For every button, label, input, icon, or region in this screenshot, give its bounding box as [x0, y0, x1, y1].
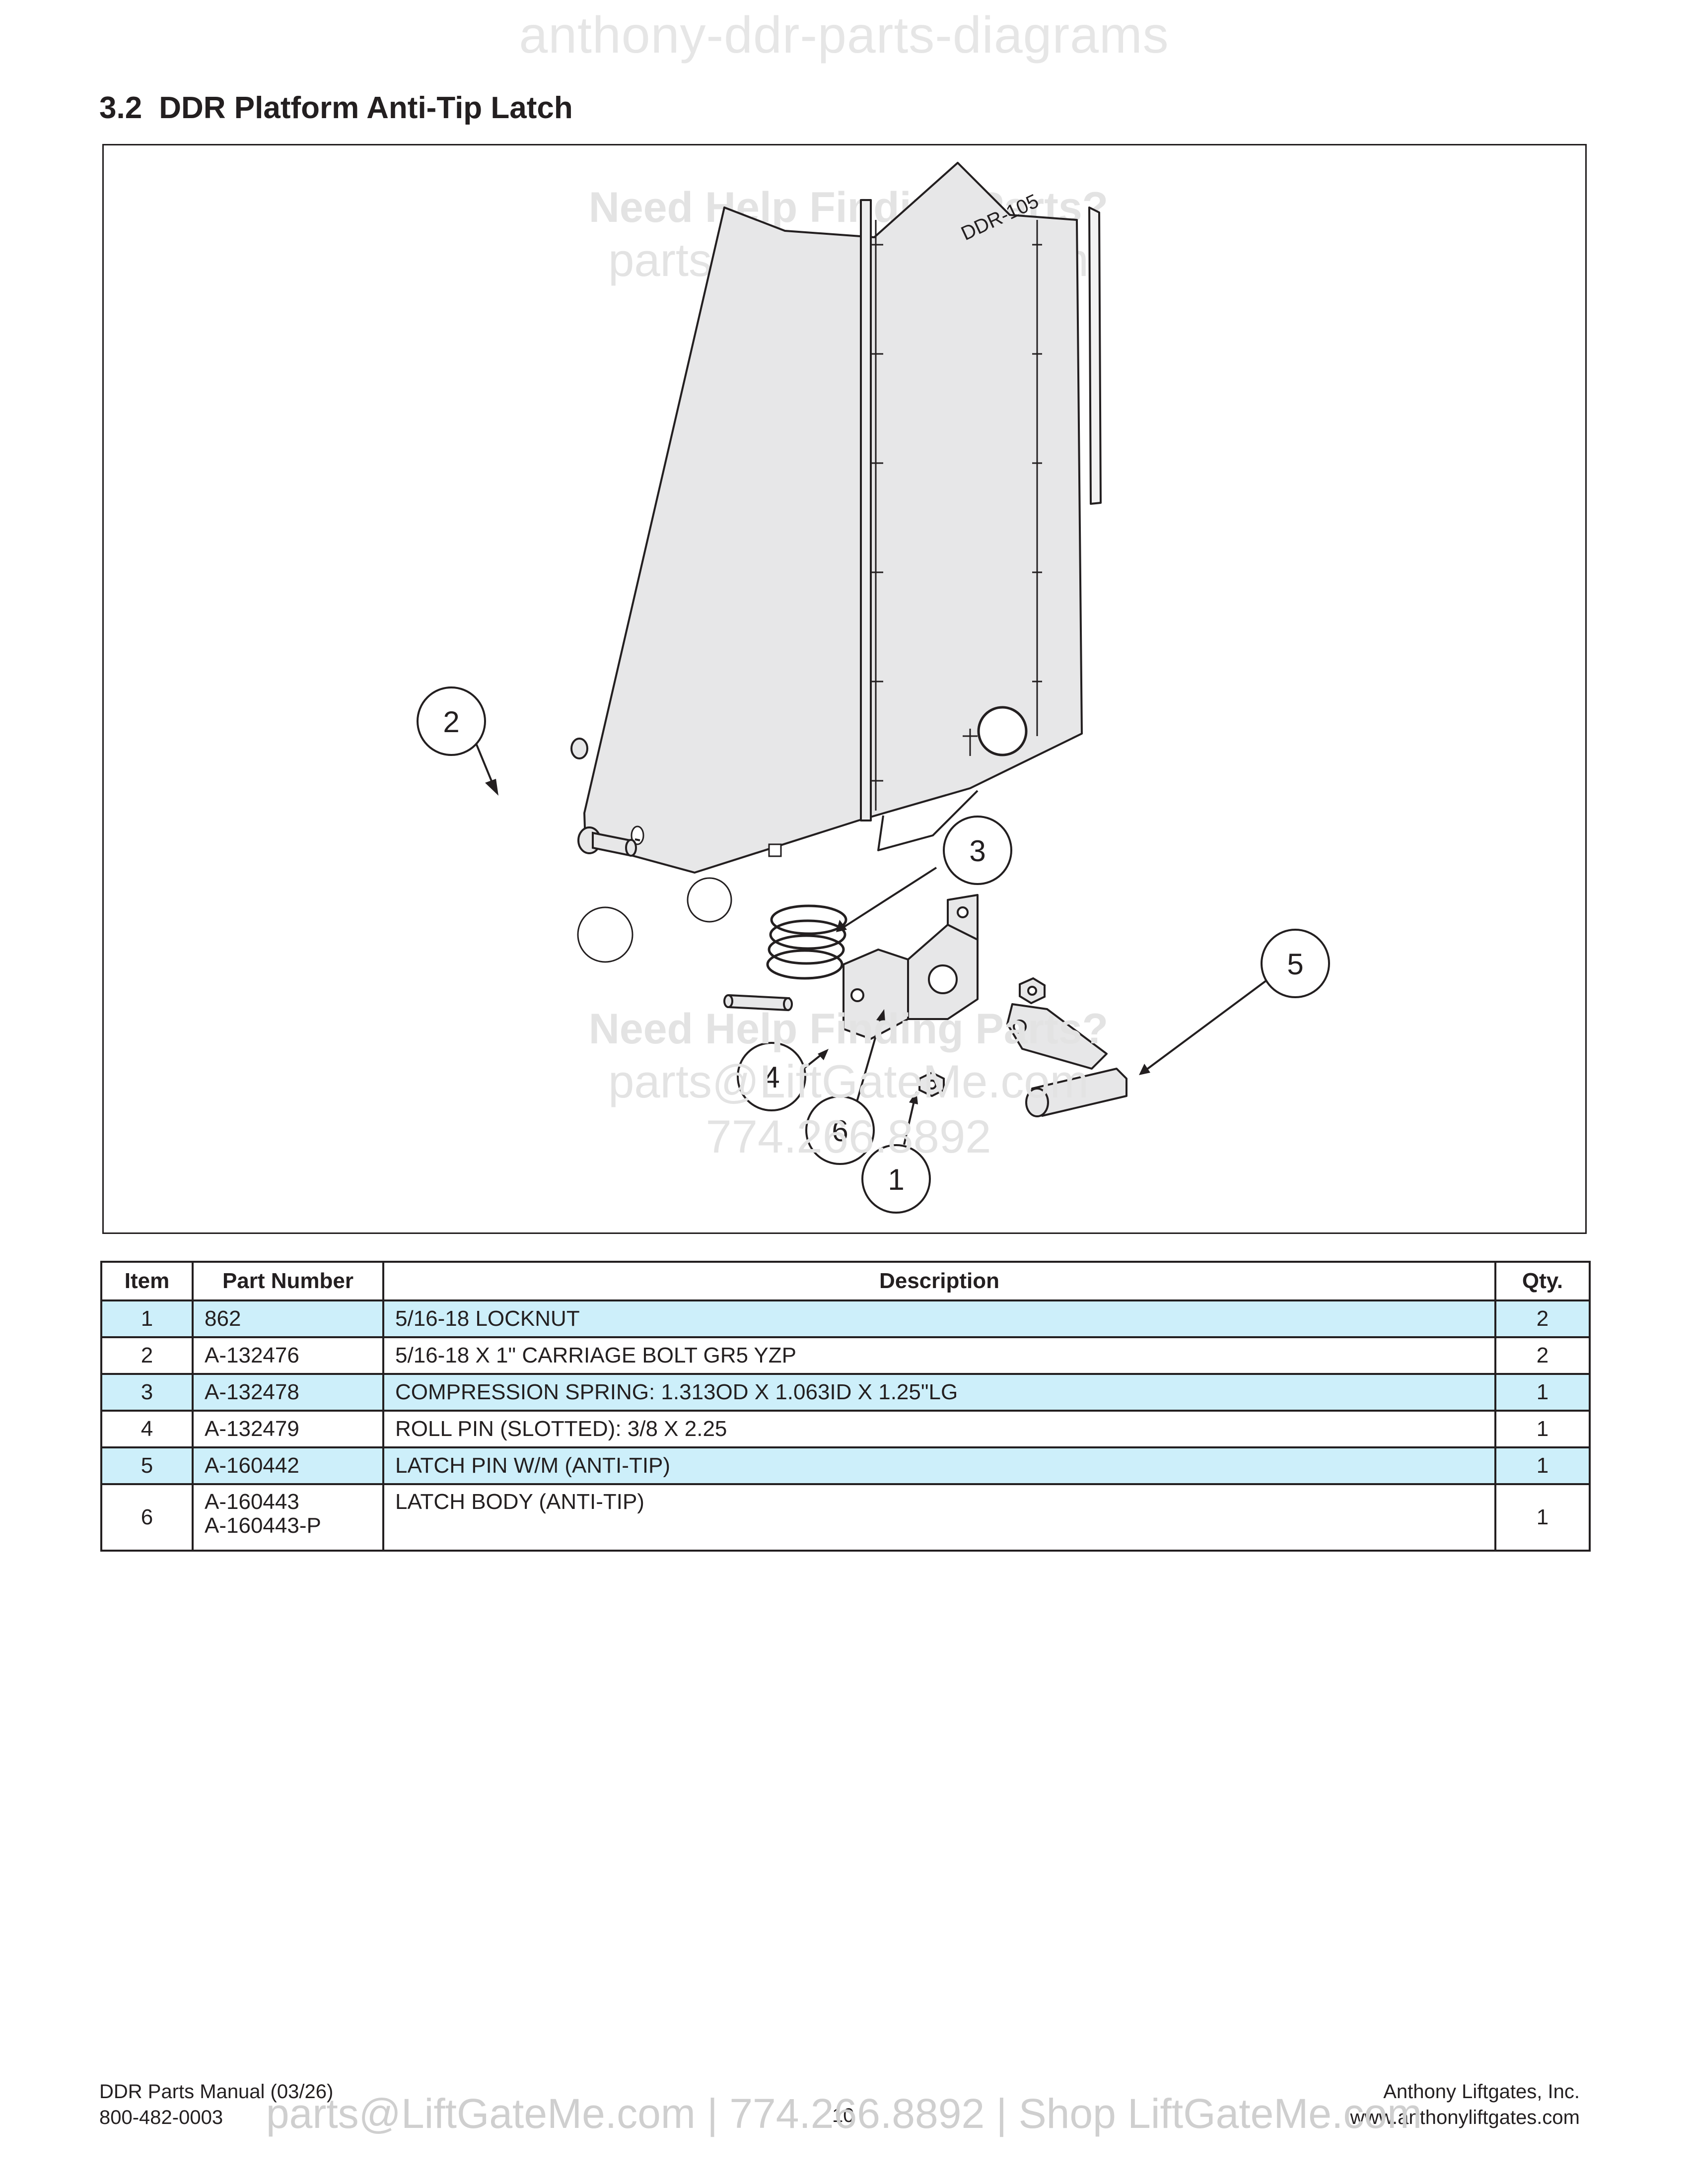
watermark-email-text: parts@LiftGateMe.com — [608, 1055, 1089, 1108]
description-cell: 5/16-18 X 1" CARRIAGE BOLT GR5 YZP — [382, 1336, 1496, 1375]
item-cell: 6 — [100, 1483, 194, 1552]
item-cell: 2 — [100, 1336, 194, 1375]
item-cell: 5 — [100, 1446, 194, 1485]
watermark-phone-text: 774.266.8892 — [705, 1110, 991, 1163]
exploded-view-drawing: DDR-105 2 3 5 4 6 1 — [417, 162, 1330, 1214]
watermark-help-lower: Need Help Finding Parts? parts@LiftGateM… — [501, 1004, 1196, 1164]
footer-left: DDR Parts Manual (03/26) 800-482-0003 — [99, 2079, 333, 2130]
qty-cell: 1 — [1494, 1373, 1591, 1412]
part-number-primary: A-160443 — [205, 1490, 299, 1514]
leader-3 — [843, 867, 937, 928]
part-number-cell: 862 — [192, 1299, 384, 1338]
callout-circle-3 — [943, 816, 1012, 885]
part-number-cell: A-132478 — [192, 1373, 384, 1412]
callout-circle-2 — [417, 686, 486, 756]
part-number-cell: A-132479 — [192, 1410, 384, 1448]
roll-pin — [723, 994, 793, 1012]
leader-1 — [903, 1101, 915, 1145]
table-row: 2 A-132476 5/16-18 X 1" CARRIAGE BOLT GR… — [100, 1336, 1591, 1375]
section-title: 3.2 DDR Platform Anti-Tip Latch — [99, 90, 573, 126]
callout-label-5: 5 — [1287, 948, 1303, 981]
description-cell: LATCH PIN W/M (ANTI-TIP) — [382, 1446, 1496, 1485]
leader-2 — [475, 743, 494, 786]
page-number: 10 — [832, 2105, 854, 2126]
latch-body — [843, 894, 979, 1040]
header-part-number: Part Number — [192, 1261, 384, 1301]
leader-5 — [1145, 978, 1269, 1071]
callout-circle-4 — [737, 1042, 806, 1111]
qty-cell: 1 — [1494, 1446, 1591, 1485]
table-header-row: Item Part Number Description Qty. — [100, 1261, 1591, 1301]
leader-4 — [801, 1054, 822, 1071]
callout-label-1: 1 — [888, 1163, 904, 1196]
table-row: 4 A-132479 ROLL PIN (SLOTTED): 3/8 X 2.2… — [100, 1410, 1591, 1448]
leader-6 — [854, 1019, 882, 1109]
compression-spring — [766, 904, 847, 980]
callout-label-6: 6 — [832, 1114, 848, 1148]
header-qty: Qty. — [1494, 1261, 1591, 1301]
callout-circle-6 — [805, 1095, 875, 1165]
footer-website: www.anthonyliftgates.com — [1350, 2107, 1580, 2128]
item-cell: 4 — [100, 1410, 194, 1448]
callout-circle-5 — [1261, 929, 1330, 998]
footer-company: Anthony Liftgates, Inc. — [1383, 2081, 1580, 2103]
item-cell: 1 — [100, 1299, 194, 1338]
header-description: Description — [382, 1261, 1496, 1301]
qty-cell: 2 — [1494, 1299, 1591, 1338]
table-row: 6 A-160443 A-160443-P LATCH BODY (ANTI-T… — [100, 1483, 1591, 1552]
qty-cell: 1 — [1494, 1410, 1591, 1448]
section-title-text: DDR Platform Anti-Tip Latch — [159, 91, 573, 125]
table-row: 5 A-160442 LATCH PIN W/M (ANTI-TIP) 1 — [100, 1446, 1591, 1485]
item-cell: 3 — [100, 1373, 194, 1412]
callout-label-3: 3 — [969, 834, 985, 868]
part-number-cell: A-160443 A-160443-P — [192, 1483, 384, 1552]
locknut — [918, 977, 1046, 1097]
plate-flange — [860, 199, 872, 821]
callout-label-2: 2 — [443, 705, 459, 739]
qty-cell: 2 — [1494, 1336, 1591, 1375]
side-plate — [583, 162, 1083, 874]
latch-pin — [1006, 1003, 1127, 1117]
footer-phone: 800-482-0003 — [99, 2107, 223, 2128]
callout-circle-1 — [861, 1144, 931, 1214]
qty-cell: 1 — [1494, 1483, 1591, 1552]
parts-table: Item Part Number Description Qty. 1 862 … — [100, 1261, 1591, 1552]
rear-strip — [1088, 206, 1102, 505]
description-cell: COMPRESSION SPRING: 1.313OD X 1.063ID X … — [382, 1373, 1496, 1412]
section-number: 3.2 — [99, 91, 142, 125]
watermark-bottom: parts@LiftGateMe.com | 774.266.8892 | Sh… — [266, 2090, 1422, 2137]
callout-label-4: 4 — [763, 1061, 779, 1094]
plate-lower-notch — [877, 790, 979, 851]
table-row: 3 A-132478 COMPRESSION SPRING: 1.313OD X… — [100, 1373, 1591, 1412]
footer-right: Anthony Liftgates, Inc. www.anthonyliftg… — [1350, 2079, 1580, 2130]
table-row: 1 862 5/16-18 LOCKNUT 2 — [100, 1299, 1591, 1338]
description-cell: LATCH BODY (ANTI-TIP) — [382, 1483, 1496, 1552]
parts-diagram: Need Help Finding Parts? parts@LiftGateM… — [102, 144, 1587, 1234]
part-number-alternate: A-160443-P — [205, 1513, 321, 1538]
carriage-bolt — [570, 738, 640, 857]
watermark-top: anthony-ddr-parts-diagrams — [519, 6, 1169, 64]
watermark-help-text: Need Help Finding Parts? — [588, 1005, 1109, 1053]
part-number-cell: A-132476 — [192, 1336, 384, 1375]
footer-manual: DDR Parts Manual (03/26) — [99, 2081, 334, 2103]
part-number-cell: A-160442 — [192, 1446, 384, 1485]
description-cell: ROLL PIN (SLOTTED): 3/8 X 2.25 — [382, 1410, 1496, 1448]
description-cell: 5/16-18 LOCKNUT — [382, 1299, 1496, 1338]
header-item: Item — [100, 1261, 194, 1301]
